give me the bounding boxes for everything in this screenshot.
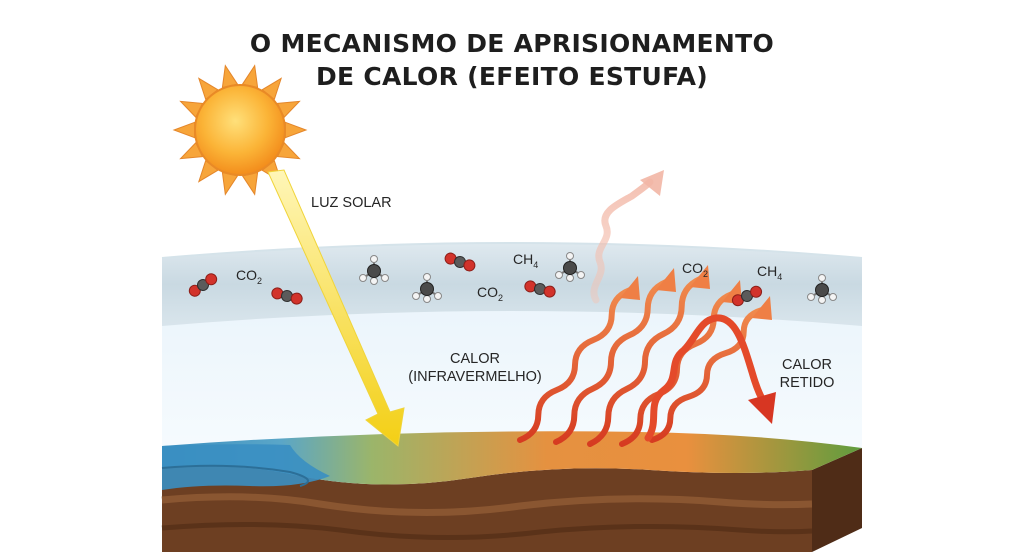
gas-formula: CO (236, 267, 257, 283)
gas-subscript: 2 (703, 268, 709, 279)
soil-stripe (161, 521, 813, 541)
land-surface (162, 431, 862, 485)
lower-atmosphere (162, 291, 862, 455)
heat-wave-arrowhead (620, 276, 640, 300)
gas-label-ch4: CH4 (513, 251, 538, 270)
ch4-molecule-icon (359, 255, 389, 285)
soil-side (812, 448, 862, 552)
co2-molecule-icon (444, 252, 476, 272)
heat-label-line-1: CALOR (450, 351, 500, 367)
sun-ray (241, 171, 259, 196)
co2-molecule-icon (731, 285, 763, 307)
heat-label-line-2: (INFRAVERMELHO) (408, 369, 542, 385)
gas-subscript: 4 (533, 259, 539, 270)
retained-heat-label-line-1: CALOR (782, 357, 832, 373)
sun-ray (172, 121, 196, 139)
gas-label-co2: CO2 (682, 260, 708, 279)
gas-subscript: 2 (257, 275, 263, 286)
gas-subscript: 2 (498, 292, 504, 303)
sunlight-arrow (267, 169, 405, 447)
co2-molecule-icon (524, 280, 556, 298)
retained-heat-arrow (644, 314, 776, 442)
gas-label-ch4: CH4 (757, 263, 782, 282)
heat-wave (553, 279, 669, 445)
heat-wave-arrowhead (656, 268, 676, 292)
co2-molecule-icon (271, 287, 303, 305)
sun-ray (284, 121, 308, 139)
retained-heat-label-line-2: RETIDO (779, 375, 835, 391)
ch4-molecule-icon (555, 252, 585, 282)
heat-wave-arrowhead (690, 265, 710, 289)
ocean-shore (161, 464, 309, 487)
gas-formula: CH (757, 263, 778, 279)
heat-wave (587, 276, 703, 447)
heat-wave-arrowhead (752, 296, 772, 320)
gas-formula: CO (682, 260, 703, 276)
ch4-molecule-icon (807, 274, 837, 304)
title-line-1: O MECANISMO DE APRISIONAMENTO (249, 29, 775, 58)
sun-icon (172, 64, 308, 196)
heat-wave (649, 307, 765, 443)
escaping-heat-arrow (590, 178, 654, 304)
gas-label-co2: CO2 (236, 267, 262, 286)
soil-stripe (161, 493, 813, 517)
escaping-heat-arrowhead (640, 170, 664, 196)
sunlight-label: LUZ SOLAR (311, 195, 392, 211)
co2-molecule-icon (188, 273, 218, 297)
gas-subscript: 4 (777, 271, 783, 282)
atmosphere-top-edge (161, 242, 863, 259)
title-line-2: DE CALOR (EFEITO ESTUFA) (315, 62, 709, 91)
gas-label-co2: CO2 (477, 284, 503, 303)
heat-wave (517, 287, 633, 443)
sun-ray (221, 171, 239, 196)
ground (161, 431, 862, 552)
ch4-molecule-icon (412, 273, 442, 303)
gas-formula: CO (477, 284, 498, 300)
gas-formula: CH (513, 251, 534, 267)
